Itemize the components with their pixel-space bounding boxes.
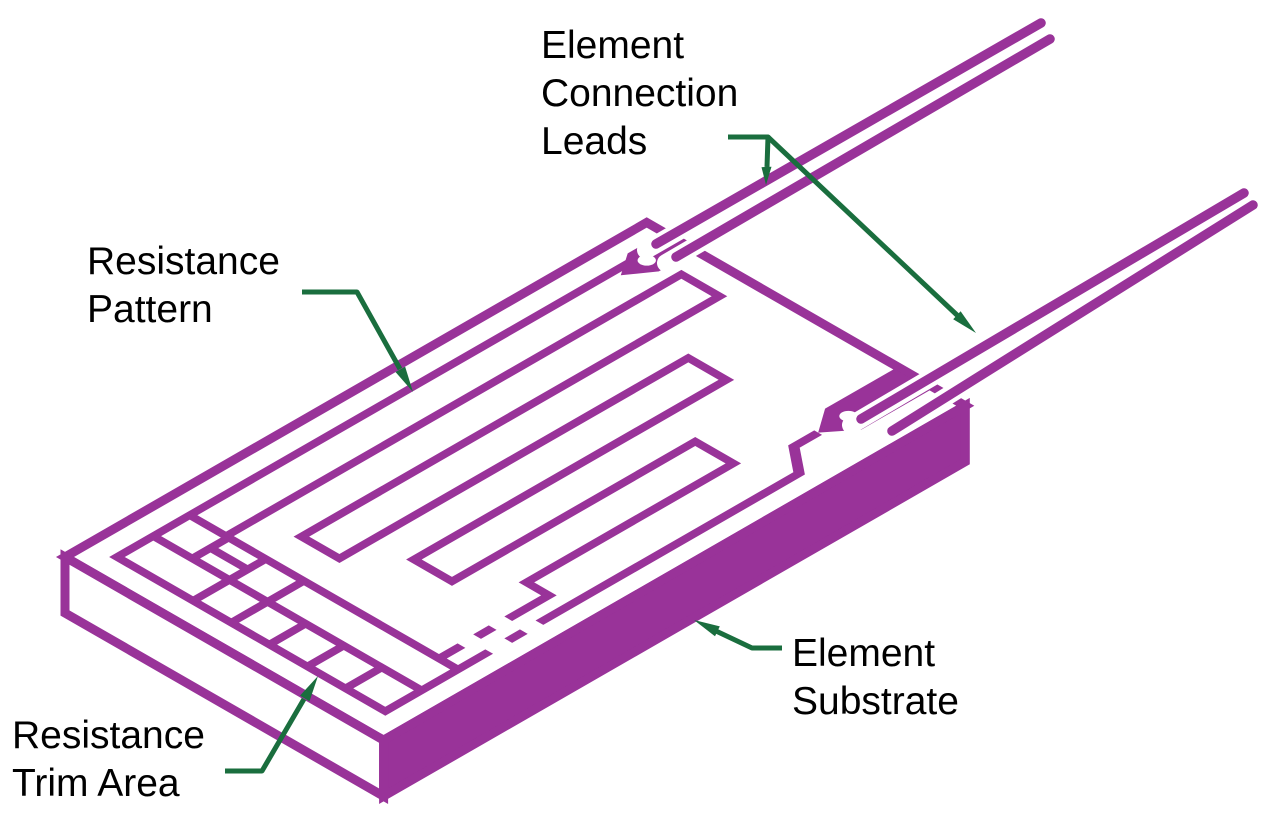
lead-wire-upper-2 [671,34,1055,262]
trim-box-cells [188,535,252,572]
lead-wire-lower-2 [887,200,1258,436]
label-line: Substrate [792,680,959,723]
pattern-border-trace [109,251,823,716]
label-line: Pattern [87,288,213,331]
label-resistance-pattern: Resistance Pattern [87,238,280,334]
lead-wire-upper-1 [651,18,1046,249]
leader-arrows [225,134,976,774]
label-line: Resistance [87,240,280,283]
lead-wire-lower-1 [856,188,1249,424]
label-resistance-trim-area: Resistance Trim Area [12,712,205,808]
label-line: Element [541,24,685,67]
serpentine-traces [222,269,742,661]
substrate-right-face [379,397,970,804]
label-line: Leads [541,120,648,163]
pattern-leader-arrow [302,289,413,392]
label-line: Trim Area [12,762,180,805]
label-line: Connection [541,72,739,115]
element-connection-leads [637,14,1261,446]
trim-leader-arrow [225,676,318,774]
trim-ladder-rungs [189,556,386,691]
trim-ladder-rails [149,512,462,693]
label-connection-leads: Element Connection Leads [541,22,738,166]
label-line: Resistance [12,714,205,757]
label-element-substrate: Element Substrate [792,630,959,726]
label-line: Element [792,632,936,675]
leads-leader-arrow [728,134,976,333]
substrate-leader-arrow [694,620,782,651]
